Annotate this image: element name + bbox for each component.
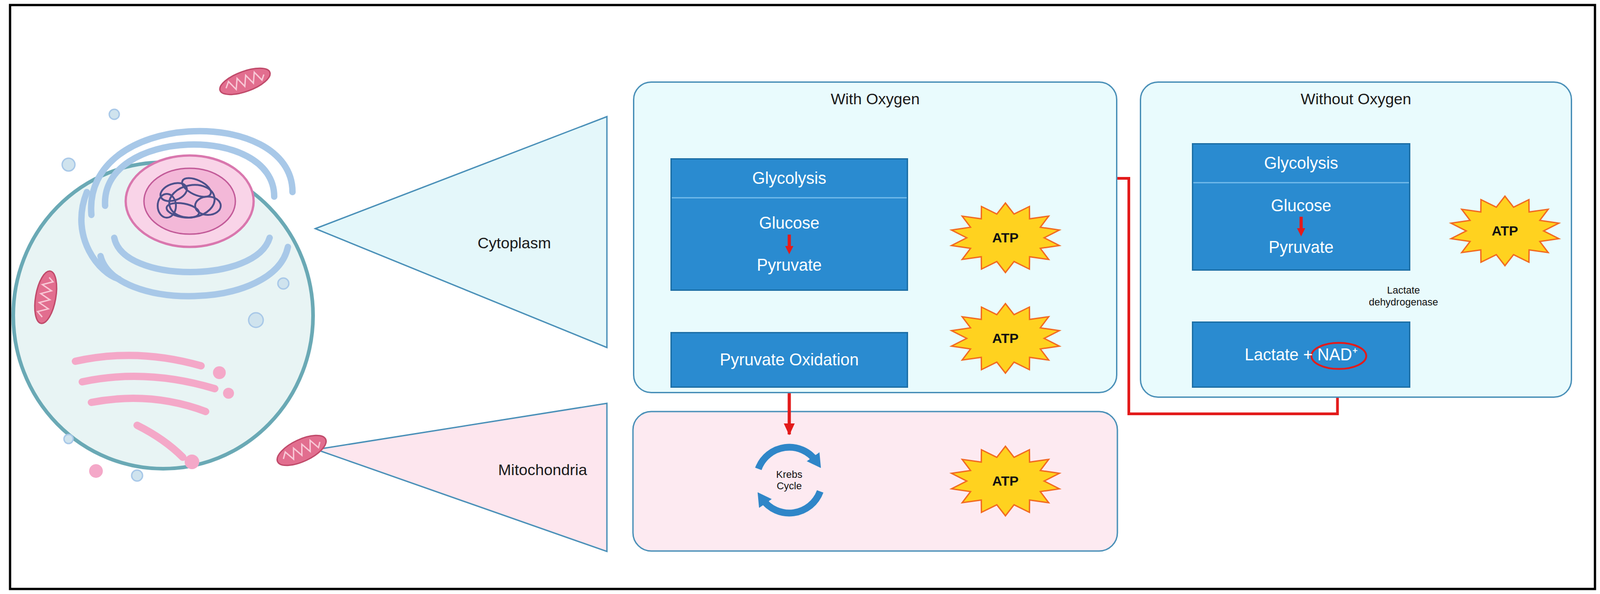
panel-title: With Oxygen	[830, 90, 920, 108]
cycle-label: Krebs Cycle	[766, 468, 813, 492]
box-heading: Glycolysis	[1264, 153, 1339, 173]
box-text: Pyruvate Oxidation	[719, 350, 859, 369]
box-text: Glucose	[1270, 196, 1332, 215]
frame	[10, 5, 1595, 589]
krebs-cycle: Krebs Cycle	[743, 434, 835, 526]
box-text: Lactate + NAD⁺	[1244, 345, 1358, 364]
edge-label: Lactate dehydrogenase	[1366, 283, 1441, 309]
atp-burst: ATP	[948, 444, 1063, 518]
process-box: Pyruvate Oxidation	[670, 331, 909, 388]
zoom-triangle	[315, 116, 607, 348]
condition-panel: With OxygenGlycolysisGlucosePyruvateATPP…	[632, 81, 1118, 394]
box-text: Pyruvate	[1268, 237, 1334, 257]
box-text: Pyruvate	[756, 255, 822, 275]
region-label: Cytoplasm	[477, 233, 552, 252]
arrow	[1296, 215, 1306, 237]
panel-title: Without Oxygen	[1300, 90, 1412, 108]
atp-burst: ATP	[948, 201, 1063, 275]
region-label: Mitochondria	[498, 460, 588, 479]
atp-label: ATP	[992, 330, 1019, 347]
flow-arrow	[787, 387, 792, 435]
product-box: Lactate + NAD⁺	[1191, 321, 1411, 388]
atp-label: ATP	[992, 473, 1019, 490]
process-box: GlycolysisGlucosePyruvate	[1191, 143, 1411, 271]
box-heading: Glycolysis	[752, 168, 827, 188]
atp-burst: ATP	[1447, 194, 1563, 268]
zoom-triangle	[316, 403, 607, 552]
mitochondria-panel	[632, 411, 1118, 551]
atp-label: ATP	[992, 229, 1019, 246]
arrow	[784, 233, 794, 255]
box-text: Glucose	[759, 213, 820, 233]
cell-illustration	[13, 62, 331, 481]
condition-panel: Without OxygenGlycolysisGlucosePyruvateA…	[1139, 81, 1573, 398]
atp-burst: ATP	[948, 301, 1063, 375]
process-box: GlycolysisGlucosePyruvate	[670, 158, 909, 291]
atp-label: ATP	[1491, 223, 1519, 240]
